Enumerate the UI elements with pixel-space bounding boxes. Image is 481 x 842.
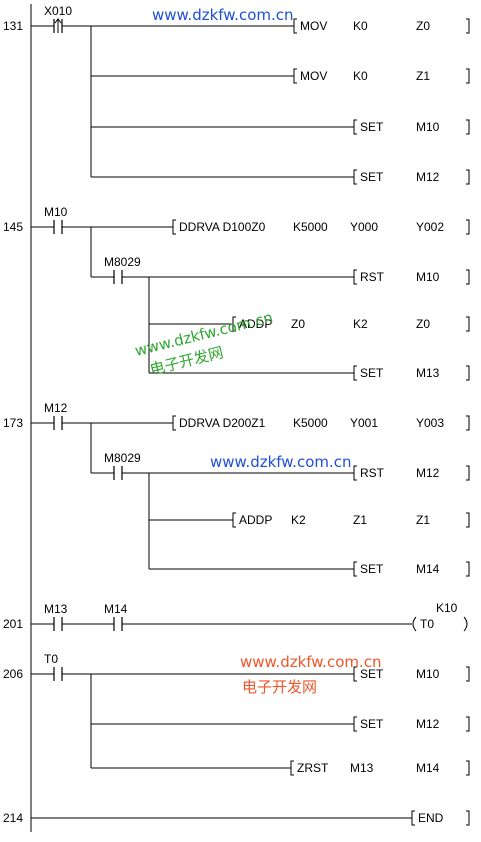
- contact-label: M14: [104, 602, 128, 616]
- step-number: 173: [3, 416, 23, 430]
- instruction-right-bracket: [466, 415, 470, 431]
- operand-a: K5000: [293, 416, 328, 430]
- instruction-op: ZRST: [297, 761, 329, 775]
- operand-a: M13: [350, 761, 374, 775]
- operand-c: Y003: [416, 416, 444, 430]
- instruction-right-bracket: [466, 716, 470, 732]
- operand-b: Y001: [350, 416, 378, 430]
- rising-edge-arrow: [54, 18, 62, 24]
- watermark-url: www.dzkfw.com.cn: [240, 653, 382, 671]
- operand-b: M10: [416, 667, 440, 681]
- instruction-right-bracket: [466, 169, 470, 185]
- operand-b: Z0: [416, 19, 430, 33]
- end-left-bracket: [411, 810, 415, 826]
- step-number: 131: [3, 19, 23, 33]
- instruction-right-bracket: [466, 465, 470, 481]
- operand-b: M10: [416, 270, 440, 284]
- watermark-url: www.dzkfw.com.cn: [210, 453, 352, 471]
- coil-setting: K10: [436, 601, 458, 615]
- coil-label: T0: [420, 617, 434, 631]
- instruction-left-bracket: [353, 169, 357, 185]
- instruction-op: MOV: [300, 69, 327, 83]
- operand-b: M13: [416, 366, 440, 380]
- contact-label: M12: [44, 401, 68, 415]
- operand-a: Z0: [291, 317, 305, 331]
- contact-label: M10: [44, 205, 68, 219]
- instruction-op: SET: [360, 170, 384, 184]
- operand-b: Z1: [353, 513, 367, 527]
- instruction-left-bracket: [172, 415, 176, 431]
- step-number: 206: [3, 667, 23, 681]
- instruction-left-bracket: [293, 68, 297, 84]
- instruction-right-bracket: [466, 18, 470, 34]
- instruction-right-bracket: [466, 512, 470, 528]
- contact-label: T0: [44, 652, 58, 666]
- operand-b: Z1: [416, 69, 430, 83]
- operand-b: M12: [416, 170, 440, 184]
- instruction-left-bracket: [353, 666, 357, 682]
- instruction-op: ADDP: [239, 513, 272, 527]
- instruction-op: MOV: [300, 19, 327, 33]
- instruction-op: SET: [360, 562, 384, 576]
- operand-c: Y002: [416, 220, 444, 234]
- instruction-right-bracket: [466, 666, 470, 682]
- step-number: 145: [3, 220, 23, 234]
- instruction-right-bracket: [466, 316, 470, 332]
- instruction-left-bracket: [172, 219, 176, 235]
- instruction-op: RST: [360, 466, 385, 480]
- operand-b: M12: [416, 717, 440, 731]
- watermark-url: www.dzkfw.com.cn: [152, 6, 294, 24]
- instruction-left-bracket: [353, 561, 357, 577]
- instruction-left-bracket: [353, 465, 357, 481]
- instruction-right-bracket: [466, 365, 470, 381]
- operand-a: K0: [353, 19, 368, 33]
- instruction-left-bracket: [353, 269, 357, 285]
- operand-b: M14: [416, 761, 440, 775]
- instruction-right-bracket: [466, 119, 470, 135]
- operand-c: Z1: [416, 513, 430, 527]
- instruction-right-bracket: [466, 269, 470, 285]
- instruction-op: SET: [360, 717, 384, 731]
- instruction-op: SET: [360, 120, 384, 134]
- instruction-left-bracket: [290, 760, 294, 776]
- operand-a: K2: [291, 513, 306, 527]
- instruction-op: SET: [360, 667, 384, 681]
- instruction-left-bracket: [353, 716, 357, 732]
- instruction-op: DDRVA D200Z1: [179, 416, 266, 430]
- instruction-op: RST: [360, 270, 385, 284]
- operand-b: K2: [353, 317, 368, 331]
- step-number: 214: [3, 811, 23, 825]
- instruction-right-bracket: [466, 561, 470, 577]
- contact-label: M8029: [104, 255, 141, 269]
- step-number: 201: [3, 617, 23, 631]
- instruction-right-bracket: [466, 760, 470, 776]
- instruction-op: ADDP: [239, 317, 272, 331]
- contact-label: X010: [44, 4, 72, 18]
- instruction-op: DDRVA D100Z0: [179, 220, 266, 234]
- coil-right: [463, 616, 468, 632]
- instruction-right-bracket: [466, 68, 470, 84]
- operand-b: M12: [416, 466, 440, 480]
- operand-b: M10: [416, 120, 440, 134]
- operand-b: Y000: [350, 220, 378, 234]
- operand-a: K5000: [293, 220, 328, 234]
- instruction-right-bracket: [466, 219, 470, 235]
- instruction-left-bracket: [293, 18, 297, 34]
- end-right-bracket: [466, 810, 470, 826]
- end-instruction: END: [418, 811, 444, 825]
- instruction-left-bracket: [353, 119, 357, 135]
- instruction-left-bracket: [232, 512, 236, 528]
- contact-label: M8029: [104, 451, 141, 465]
- coil-left: [412, 616, 417, 632]
- contact-label: M13: [44, 602, 68, 616]
- instruction-left-bracket: [232, 316, 236, 332]
- watermark-name: 电子开发网: [242, 678, 317, 696]
- instruction-op: SET: [360, 366, 384, 380]
- operand-a: K0: [353, 69, 368, 83]
- instruction-left-bracket: [353, 365, 357, 381]
- operand-c: Z0: [416, 317, 430, 331]
- operand-b: M14: [416, 562, 440, 576]
